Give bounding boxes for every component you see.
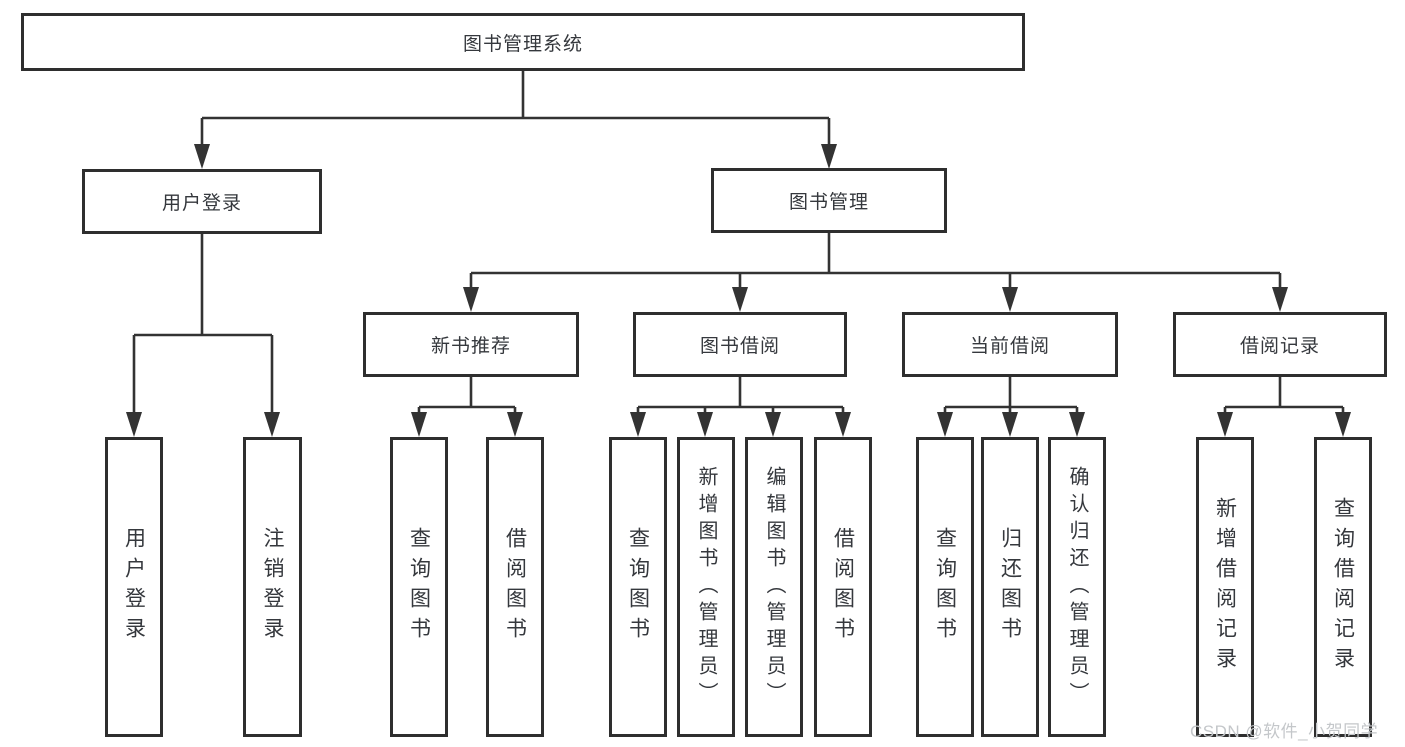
- leaf-confirm-return-admin-label: 确认归还（管理员）: [1066, 465, 1088, 709]
- connector-book-management-children: [463, 233, 1288, 312]
- leaf-logout: 注销登录: [243, 437, 302, 737]
- leaf-add-borrow-record-label: 新增借阅记录: [1213, 497, 1237, 677]
- node-book-borrow: 图书借阅: [633, 312, 847, 377]
- node-user-login: 用户登录: [82, 169, 322, 234]
- leaf-borrow-books: 借阅图书: [814, 437, 872, 737]
- node-root-label: 图书管理系统: [462, 33, 583, 55]
- leaf-edit-books-admin: 编辑图书（管理员）: [745, 437, 803, 737]
- leaf-query-books-borrow: 查询图书: [609, 437, 667, 737]
- connector-borrow-records-children: [1217, 377, 1351, 437]
- leaf-user-login: 用户登录: [105, 437, 163, 737]
- leaf-return-books-label: 归还图书: [998, 527, 1022, 647]
- node-borrow-records-label: 借阅记录: [1239, 336, 1320, 357]
- connector-new-book-recommend-children: [411, 377, 523, 437]
- leaf-add-borrow-record: 新增借阅记录: [1196, 437, 1254, 737]
- leaf-query-borrow-record: 查询借阅记录: [1314, 437, 1372, 737]
- node-new-book-recommend-label: 新书推荐: [430, 336, 511, 357]
- connector-book-borrow-children: [630, 377, 851, 437]
- leaf-query-books-current: 查询图书: [916, 437, 974, 737]
- node-current-borrow-label: 当前借阅: [969, 336, 1050, 357]
- connector-current-borrow-children: [937, 377, 1085, 437]
- leaf-query-books-recommend: 查询图书: [390, 437, 448, 737]
- leaf-add-books-admin-label: 新增图书（管理员）: [695, 465, 717, 709]
- leaf-query-borrow-record-label: 查询借阅记录: [1331, 497, 1355, 677]
- leaf-add-books-admin: 新增图书（管理员）: [677, 437, 735, 737]
- leaf-return-books: 归还图书: [981, 437, 1039, 737]
- node-borrow-records: 借阅记录: [1173, 312, 1387, 377]
- connector-root-to-level2: [194, 71, 837, 169]
- node-book-management-label: 图书管理: [788, 192, 869, 213]
- leaf-query-books-current-label: 查询图书: [933, 527, 957, 647]
- leaf-borrow-books-recommend-label: 借阅图书: [503, 527, 527, 647]
- node-root: 图书管理系统: [21, 13, 1025, 71]
- node-book-management: 图书管理: [711, 168, 947, 233]
- leaf-borrow-books-label: 借阅图书: [831, 527, 855, 647]
- leaf-query-books-recommend-label: 查询图书: [407, 527, 431, 647]
- leaf-borrow-books-recommend: 借阅图书: [486, 437, 544, 737]
- connector-user-login-children: [126, 234, 280, 437]
- node-user-login-label: 用户登录: [161, 193, 242, 214]
- node-current-borrow: 当前借阅: [902, 312, 1118, 377]
- leaf-logout-label: 注销登录: [261, 527, 284, 647]
- leaf-query-books-borrow-label: 查询图书: [626, 527, 650, 647]
- leaf-user-login-label: 用户登录: [122, 527, 146, 647]
- leaf-confirm-return-admin: 确认归还（管理员）: [1048, 437, 1106, 737]
- node-new-book-recommend: 新书推荐: [363, 312, 579, 377]
- watermark-text: CSDN @软件_小贺同学: [1190, 722, 1379, 741]
- node-book-borrow-label: 图书借阅: [699, 336, 780, 357]
- leaf-edit-books-admin-label: 编辑图书（管理员）: [763, 465, 785, 709]
